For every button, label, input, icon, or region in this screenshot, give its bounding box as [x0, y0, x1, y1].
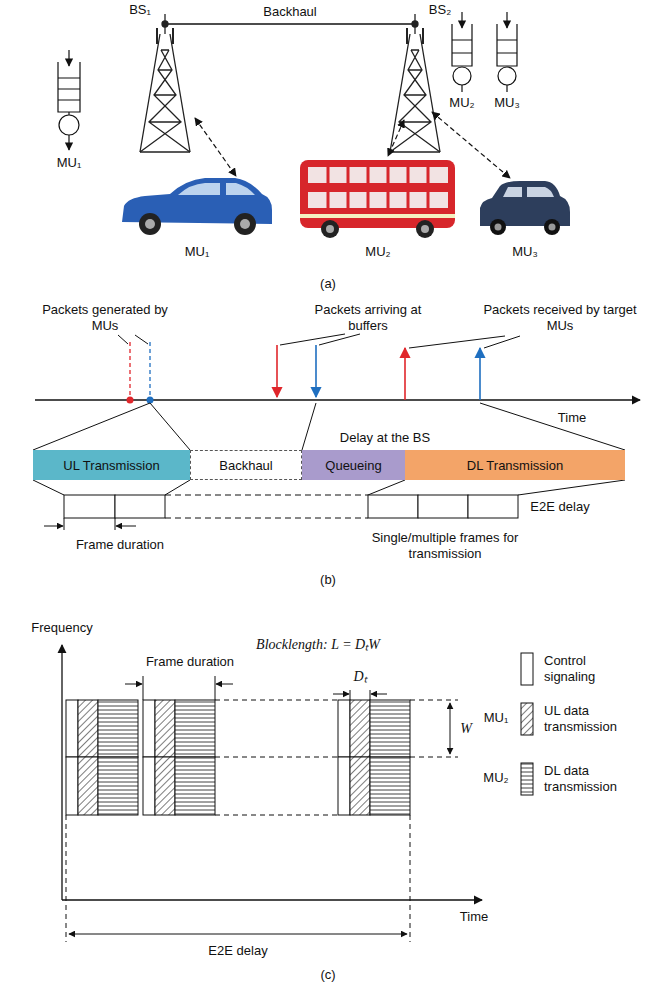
- frame-cell: [78, 700, 98, 757]
- dl-band: DL Transmission: [405, 450, 625, 480]
- station-label: BS₂: [429, 2, 451, 18]
- frame-cell: [66, 700, 78, 757]
- user-label: MU₁: [185, 244, 210, 260]
- link-label: Backhaul: [263, 4, 316, 20]
- queueing-band: Queueing: [302, 450, 405, 480]
- legend-text: DL data transmission: [544, 763, 632, 794]
- frame-cell: [98, 757, 138, 815]
- legend-item: UL data transmission: [520, 702, 632, 736]
- frame-cell: [66, 757, 78, 815]
- frame-cell: [143, 757, 155, 815]
- annotation: Packets arriving at buffers: [293, 302, 443, 333]
- user-label: MU₁: [484, 710, 509, 726]
- annotation: E2E delay: [530, 499, 589, 515]
- annotation: Single/multiple frames for transmission: [335, 530, 555, 561]
- wireless-link: [195, 112, 510, 178]
- queue-symbol: [452, 12, 472, 92]
- frequency-axis: [61, 645, 62, 900]
- queue-symbol: [58, 50, 80, 150]
- zoom-lines: [33, 403, 625, 495]
- frame-cell: [175, 757, 215, 815]
- panel-label: (c): [320, 967, 335, 983]
- panel-label: (b): [320, 572, 336, 588]
- base-station-tower: [140, 14, 190, 152]
- legend-text: Control signaling: [544, 653, 632, 684]
- queue-symbol: [497, 12, 517, 92]
- user-label: MU₃: [512, 244, 538, 260]
- backhaul-link: [168, 23, 412, 25]
- legend-text: UL data transmission: [544, 703, 632, 734]
- band-text: DL Transmission: [467, 458, 563, 473]
- frame-cell: [338, 700, 350, 757]
- annotation: Packets received by target MUs: [480, 302, 640, 333]
- car-illustration: [122, 178, 272, 235]
- time-axis: [35, 399, 640, 400]
- base-station-tower: [390, 14, 440, 152]
- axis-label: Time: [558, 410, 586, 426]
- frame-row: [44, 495, 518, 530]
- axis-label: Frequency: [31, 620, 92, 636]
- frame-cell: [155, 700, 175, 757]
- annotation: E2E delay: [208, 943, 267, 959]
- frame-cell: [143, 700, 155, 757]
- legend-swatch: [520, 702, 534, 736]
- symbol-label: W: [460, 721, 472, 738]
- user-label: MU₃: [494, 95, 520, 111]
- symbol-label: Dₜ: [353, 669, 366, 686]
- frame-cell: [350, 700, 370, 757]
- annotation: Frame duration: [146, 654, 234, 670]
- axis-label: Time: [460, 909, 488, 925]
- annotation: Packets generated by MUs: [40, 302, 170, 333]
- bus-illustration: [300, 160, 455, 238]
- dimension-marks: [66, 676, 458, 942]
- legend-item: DL data transmission: [520, 762, 632, 796]
- frame-cell: [350, 757, 370, 815]
- frame-cell: [175, 700, 215, 757]
- frame-cell: [78, 757, 98, 815]
- band-text: Queueing: [325, 458, 381, 473]
- frame-cell: [370, 700, 410, 757]
- user-label: MU₁: [57, 155, 82, 171]
- legend-swatch: [520, 762, 534, 796]
- user-label: MU₂: [483, 770, 508, 786]
- frame-cell: [370, 757, 410, 815]
- band-text: UL Transmission: [63, 458, 159, 473]
- frame-cell: [98, 700, 138, 757]
- annotation: Blocklength: L = DₜW: [256, 637, 380, 654]
- panel-label: (a): [320, 276, 336, 292]
- packet-markers: [118, 334, 520, 404]
- station-label: BS₁: [129, 2, 151, 18]
- legend-item: Control signaling: [520, 652, 632, 686]
- backhaul-band: Backhaul: [190, 450, 302, 480]
- annotation: Frame duration: [76, 537, 164, 553]
- frame-cell: [338, 757, 350, 815]
- taxi-illustration: [480, 181, 570, 235]
- frame-cell: [155, 757, 175, 815]
- band-text: Backhaul: [219, 458, 272, 473]
- ul-band: UL Transmission: [33, 450, 190, 480]
- time-axis: [62, 899, 482, 900]
- annotation: Delay at the BS: [340, 430, 430, 446]
- user-label: MU₂: [449, 95, 474, 111]
- legend-swatch: [520, 652, 534, 686]
- user-label: MU₂: [365, 244, 390, 260]
